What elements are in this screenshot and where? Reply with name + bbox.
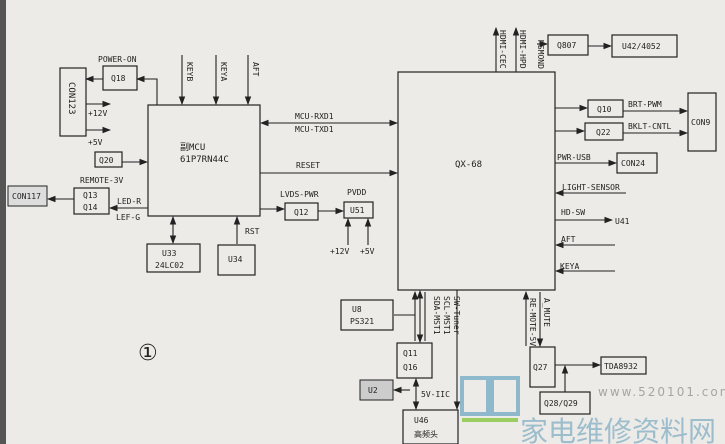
u33-part-label: 24LC02 bbox=[155, 261, 184, 270]
u51-5v-label: +5V bbox=[360, 247, 375, 256]
keya-label: KEYA bbox=[219, 62, 228, 81]
u46-label: U46 bbox=[414, 416, 429, 425]
aft-label: AFT bbox=[251, 62, 260, 77]
q12-label: Q12 bbox=[294, 208, 309, 217]
led-r-label: LED-R bbox=[117, 197, 141, 206]
brt-pwm-label: BRT-PWM bbox=[628, 100, 662, 109]
q14-label: Q14 bbox=[83, 203, 98, 212]
q16-label: Q16 bbox=[403, 363, 418, 372]
remote-5v-label: RE-MOTE-5V bbox=[528, 298, 537, 346]
q18-label: Q18 bbox=[111, 74, 126, 83]
con24-label: CON24 bbox=[621, 159, 645, 168]
keya-label: KEYA bbox=[560, 262, 579, 271]
q27-label: Q27 bbox=[533, 363, 548, 372]
line2-label: 61P7RN44C bbox=[180, 155, 229, 165]
u46-block: U46 高频头 bbox=[402, 409, 459, 444]
reset-label: RESET bbox=[296, 161, 320, 170]
iic-label: 5V-IIC bbox=[421, 390, 450, 399]
a-mute-label: A_MUTE bbox=[542, 298, 551, 327]
u41-label: U41 bbox=[615, 217, 630, 226]
q11-label: Q11 bbox=[403, 349, 418, 358]
scan-edge bbox=[0, 0, 6, 444]
u42-label: U42/4052 bbox=[622, 42, 661, 51]
label-label: QX-68 bbox=[455, 160, 482, 170]
remote-3v-label: REMOTE-3V bbox=[80, 176, 124, 185]
watermark-cn: 家电维修资料网 bbox=[520, 415, 716, 444]
hdmi-cec-label: HDMI-CEC bbox=[498, 30, 507, 69]
power-on-label: POWER-ON bbox=[98, 55, 137, 64]
hdmi-hpd-label: HDMI-HPD bbox=[518, 30, 527, 69]
msmond-label: MSMOND bbox=[536, 40, 545, 69]
tda-label: TDA8932 bbox=[604, 362, 638, 371]
q10-label: Q10 bbox=[597, 105, 612, 114]
u42-block: U42/4052 bbox=[611, 34, 678, 58]
mcu-rxd1-label: MCU-RXD1 bbox=[295, 112, 334, 121]
q12-block: Q12 bbox=[284, 202, 319, 221]
q18-block: Q18 bbox=[102, 65, 138, 91]
q27-block: Q27 bbox=[529, 346, 556, 388]
light-sensor-label: LIGHT-SENSOR bbox=[562, 183, 620, 192]
tda8932-block: TDA8932 bbox=[600, 356, 647, 375]
u33-label: U33 bbox=[162, 249, 177, 258]
u8-label: U8 bbox=[352, 305, 362, 314]
u33-block: U33 24LC02 bbox=[146, 243, 201, 273]
lef-g-label: LEF-G bbox=[116, 213, 140, 222]
mcu-txd1-label: MCU-TXD1 bbox=[295, 125, 334, 134]
pvdd-label: PVDD bbox=[347, 188, 366, 197]
con9-label: CON9 bbox=[691, 118, 710, 127]
figure-number: ① bbox=[138, 341, 158, 366]
bklt-cntl-label: BKLT-CNTL bbox=[628, 122, 672, 131]
u8-part-label: PS321 bbox=[350, 317, 374, 326]
q807-block: Q807 bbox=[547, 34, 589, 56]
sub-mcu-block: 副MCU 61P7RN44C bbox=[147, 104, 261, 217]
keyb-label: KEYB bbox=[185, 62, 194, 81]
q20-block: Q20 bbox=[94, 151, 123, 168]
q13-label: Q13 bbox=[83, 191, 98, 200]
u2-block: U2 bbox=[359, 379, 394, 401]
plus12v-label: +12V bbox=[88, 109, 107, 118]
con117-block: CON117 bbox=[7, 185, 48, 207]
q22-block: Q22 bbox=[584, 122, 624, 141]
q28-label: Q28/Q29 bbox=[544, 399, 578, 408]
scl-label: SCL-MST1 bbox=[442, 296, 451, 335]
q20-label: Q20 bbox=[99, 156, 114, 165]
aft-label: AFT bbox=[561, 235, 576, 244]
u2-label: U2 bbox=[368, 386, 378, 395]
q22-label: Q22 bbox=[596, 128, 611, 137]
line1-label: 副MCU bbox=[180, 142, 205, 153]
rst-label: RST bbox=[245, 227, 260, 236]
hd-sw-label: HD-SW bbox=[561, 208, 585, 217]
con117-label: CON117 bbox=[12, 192, 41, 201]
con123-block: CON123 bbox=[59, 67, 87, 137]
watermark-logo: 家电维修资料网 www.520101.com bbox=[460, 376, 725, 444]
sda-label: SDA-MST1 bbox=[432, 296, 441, 335]
q10-block: Q10 bbox=[587, 99, 624, 118]
con24-block: CON24 bbox=[616, 152, 658, 174]
u51-label: U51 bbox=[350, 206, 365, 215]
watermark-url: www.520101.com bbox=[598, 385, 725, 399]
con123-label: CON123 bbox=[66, 82, 76, 115]
con9-block: CON9 bbox=[687, 92, 717, 152]
qx68-block: QX-68 bbox=[397, 71, 556, 291]
lvds-pwr-label: LVDS-PWR bbox=[280, 190, 319, 199]
u51-12v-label: +12V bbox=[330, 247, 349, 256]
q28-q29-block: Q28/Q29 bbox=[539, 391, 591, 415]
u46-part-label: 高频头 bbox=[414, 429, 438, 439]
pwr-usb-label: PWR-USB bbox=[557, 153, 591, 162]
u34-block: U34 bbox=[217, 244, 256, 276]
q807-label: Q807 bbox=[557, 41, 576, 50]
u34-label: U34 bbox=[228, 255, 243, 264]
plus5v-label: +5V bbox=[88, 138, 103, 147]
u51-block: U51 bbox=[343, 201, 374, 219]
